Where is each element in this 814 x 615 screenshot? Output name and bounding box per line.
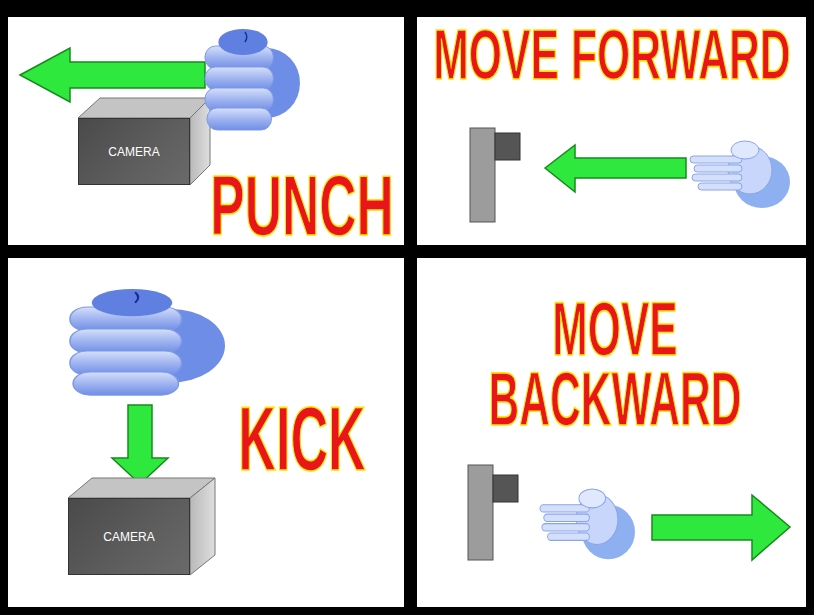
open-hand	[540, 489, 635, 559]
green-arrow	[545, 145, 686, 192]
gesture-title: PUNCH	[182, 162, 422, 248]
camera-top	[78, 98, 210, 118]
camera-box: CAMERA	[78, 118, 190, 185]
green-arrow	[652, 495, 790, 560]
gesture-title: MOVE BACKWARD	[481, 294, 750, 434]
gesture-title: KICK	[186, 394, 418, 484]
fist	[205, 29, 300, 130]
camera-side	[190, 98, 210, 185]
green-arrow	[112, 405, 168, 484]
gesture-title: MOVE FORWARD	[423, 20, 801, 90]
fist	[70, 289, 225, 395]
open-hand	[690, 141, 790, 208]
camera-lens	[495, 133, 520, 160]
panel	[417, 258, 806, 607]
camera-side-view	[470, 128, 495, 222]
camera-side-view	[468, 465, 493, 560]
camera-label: CAMERA	[108, 145, 159, 159]
camera-lens	[493, 475, 518, 502]
camera-label: CAMERA	[103, 530, 154, 544]
camera-side	[190, 478, 215, 575]
panel	[417, 17, 806, 245]
green-arrow	[20, 48, 205, 102]
camera-box: CAMERA	[68, 498, 190, 575]
